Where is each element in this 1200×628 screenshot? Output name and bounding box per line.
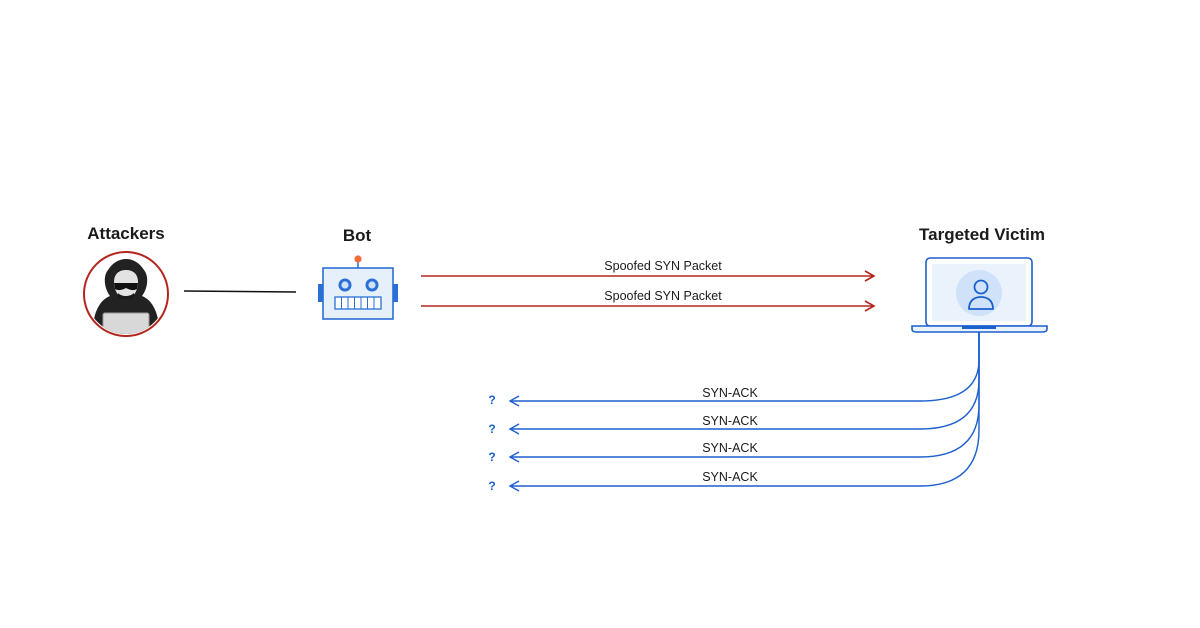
- bot-label: Bot: [342, 226, 372, 245]
- attackers-label: Attackers: [87, 224, 165, 243]
- unknown-mark-4: ?: [488, 479, 496, 493]
- synack-arrow-4: [508, 332, 980, 492]
- victim-label: Targeted Victim: [919, 225, 1045, 244]
- unknown-mark-3: ?: [488, 450, 496, 464]
- laptop-user-icon: [911, 257, 1048, 333]
- syn-label-1: Spoofed SYN Packet: [604, 259, 722, 273]
- unknown-mark-1: ?: [488, 393, 496, 407]
- attacker-bot-link: [183, 290, 297, 293]
- synack-label-3: SYN-ACK: [702, 441, 758, 455]
- synack-label-1: SYN-ACK: [702, 386, 758, 400]
- hacker-icon: [83, 251, 169, 337]
- robot-icon: [318, 255, 398, 320]
- synack-label-2: SYN-ACK: [702, 414, 758, 428]
- syn-label-2: Spoofed SYN Packet: [604, 289, 722, 303]
- synack-label-4: SYN-ACK: [702, 470, 758, 484]
- synack-arrows: [508, 332, 980, 492]
- unknown-mark-2: ?: [488, 422, 496, 436]
